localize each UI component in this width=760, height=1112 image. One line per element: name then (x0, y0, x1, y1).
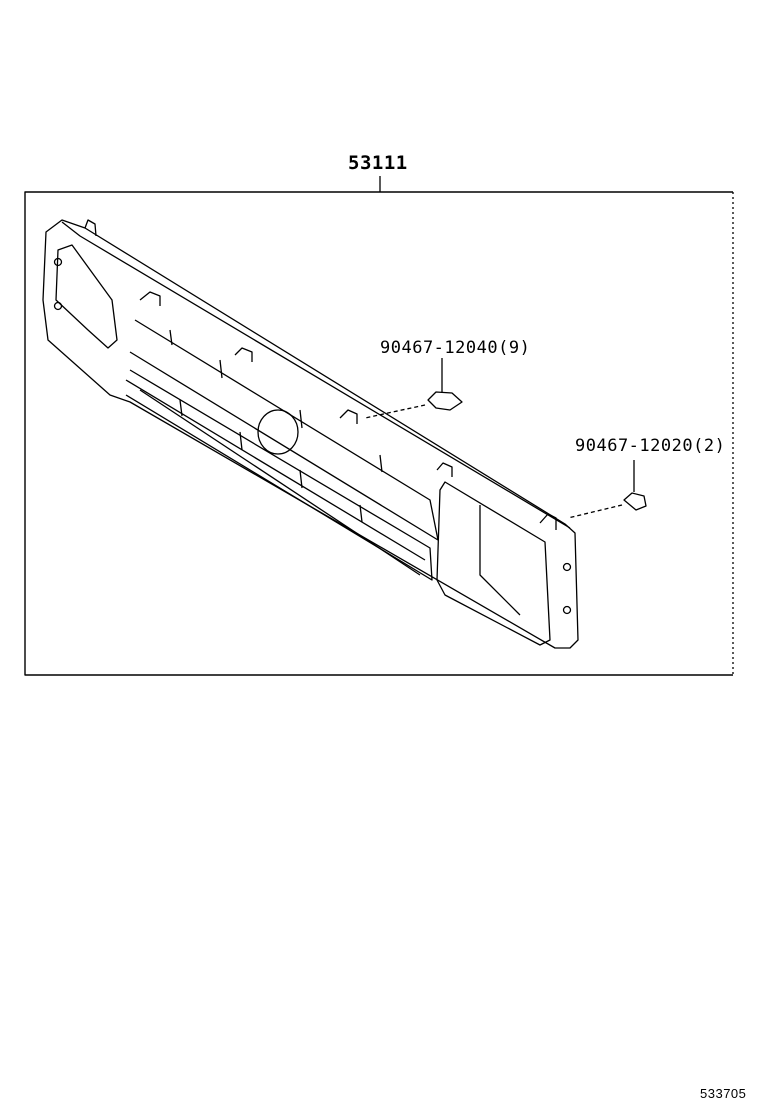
figure-number: 533705 (700, 1086, 747, 1101)
callout-90467-12020: 90467-12020(2) (575, 436, 725, 456)
quantity: (2) (693, 436, 726, 456)
quantity: (9) (498, 338, 531, 358)
part-number: 90467-12020 (575, 436, 694, 456)
emblem (257, 409, 299, 455)
callout-90467-12040: 90467-12040(9) (380, 338, 530, 358)
clip-90467-12020 (567, 460, 647, 519)
main-part-number: 53111 (348, 152, 408, 174)
clip-90467-12040 (364, 358, 463, 419)
part-number: 90467-12040 (380, 338, 499, 358)
assembly-box (24, 176, 734, 676)
radiator-grille (42, 219, 579, 649)
